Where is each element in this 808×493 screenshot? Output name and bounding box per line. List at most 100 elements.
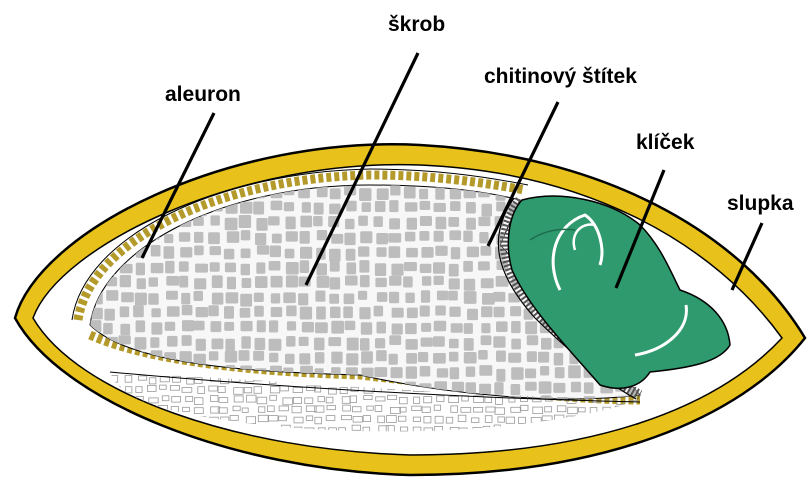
starch-cell — [375, 338, 385, 348]
starch-cell — [271, 201, 283, 211]
starch-cell — [511, 321, 520, 333]
starch-cell — [224, 306, 234, 319]
starch-cell — [331, 234, 343, 244]
starch-cell — [391, 264, 403, 276]
starch-cell — [286, 306, 296, 317]
starch-cell — [300, 216, 312, 228]
starch-cell — [435, 306, 446, 316]
lower-cell — [114, 417, 120, 421]
starch-cell — [181, 293, 190, 305]
starch-cell — [358, 291, 367, 300]
starch-cell — [299, 353, 310, 364]
starch-cell — [256, 218, 267, 231]
starch-cell — [360, 275, 370, 287]
lower-cell — [139, 426, 148, 431]
starch-cell — [358, 216, 368, 226]
starch-cell — [405, 202, 418, 211]
starch-cell — [286, 275, 298, 287]
starch-cell — [482, 293, 495, 305]
starch-cell — [584, 382, 594, 393]
starch-cell — [450, 367, 459, 379]
starch-cell — [511, 339, 521, 350]
starch-cell — [242, 278, 252, 288]
starch-cell — [268, 216, 280, 225]
starch-cell — [314, 338, 325, 351]
starch-cell — [179, 232, 190, 242]
starch-cell — [422, 276, 431, 286]
starch-cell — [285, 249, 295, 259]
starch-cell — [527, 351, 537, 362]
starch-cell — [345, 276, 358, 286]
starch-cell — [437, 291, 448, 301]
starch-cell — [150, 337, 159, 348]
starch-cell — [180, 247, 192, 257]
starch-cell — [389, 200, 398, 212]
starch-cell — [374, 216, 383, 227]
starch-cell — [302, 322, 314, 333]
starch-cell — [240, 308, 251, 318]
starch-cell — [377, 292, 388, 302]
starch-cell — [463, 261, 473, 272]
starch-cell — [449, 230, 461, 240]
lower-cell — [123, 437, 131, 443]
starch-cell — [103, 323, 113, 335]
starch-cell — [257, 320, 266, 332]
starch-cell — [482, 204, 493, 217]
label-slupka: slupka — [727, 193, 794, 214]
starch-cell — [269, 353, 278, 362]
starch-cell — [555, 367, 565, 378]
starch-cell — [149, 277, 158, 286]
starch-cell — [286, 217, 296, 230]
starch-cell — [271, 307, 283, 317]
starch-cell — [211, 215, 220, 225]
starch-cell — [285, 354, 295, 364]
starch-cell — [481, 306, 492, 317]
starch-cell — [286, 262, 299, 275]
starch-cell — [511, 367, 523, 379]
starch-cell — [405, 323, 417, 334]
starch-cell — [345, 219, 354, 229]
starch-cell — [433, 353, 446, 364]
starch-cell — [284, 202, 294, 211]
starch-cell — [224, 322, 234, 331]
starch-cell — [493, 292, 505, 302]
starch-cell — [345, 321, 356, 330]
starch-cell — [330, 277, 341, 289]
starch-cell — [164, 234, 173, 243]
starch-cell — [137, 278, 146, 289]
starch-cell — [406, 339, 418, 350]
starch-cell — [225, 263, 236, 273]
starch-cell — [271, 276, 283, 288]
starch-cell — [239, 350, 250, 361]
starch-cell — [420, 366, 431, 377]
starch-cell — [182, 305, 193, 315]
starch-cell — [212, 339, 224, 350]
starch-cell — [362, 202, 371, 212]
starch-cell — [493, 336, 505, 348]
starch-cell — [389, 292, 399, 304]
starch-cell — [436, 217, 447, 230]
starch-cell — [389, 218, 400, 229]
starch-cell — [151, 308, 160, 317]
starch-cell — [167, 306, 180, 317]
starch-cell — [151, 322, 162, 334]
starch-cell — [106, 290, 118, 301]
starch-cell — [300, 260, 309, 273]
starch-cell — [317, 186, 328, 197]
starch-cell — [315, 291, 325, 302]
starch-cell — [317, 276, 330, 288]
starch-cell — [343, 306, 353, 318]
starch-cell — [256, 262, 265, 273]
starch-cell — [212, 275, 223, 288]
starch-cell — [421, 323, 431, 332]
starch-cell — [283, 292, 296, 303]
starch-cell — [510, 306, 521, 316]
starch-cell — [389, 354, 398, 365]
starch-cell — [317, 230, 327, 240]
starch-cell — [194, 278, 206, 289]
starch-cell — [374, 306, 384, 317]
starch-cell — [435, 246, 447, 256]
starch-cell — [313, 216, 323, 226]
starch-cell — [525, 369, 536, 379]
